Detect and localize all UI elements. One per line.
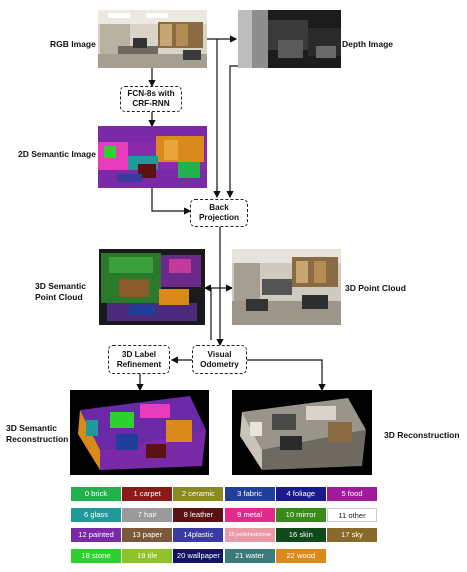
legend-item: 6 glass xyxy=(71,507,121,522)
label-refinement-line1: 3D Label xyxy=(121,349,157,359)
fcn-box-line1: FCN-8s with xyxy=(127,89,175,98)
point-cloud-label: 3D Point Cloud xyxy=(345,283,406,293)
legend-item: 7 hair xyxy=(122,507,173,522)
arrow-2d-semantic-to-backproj xyxy=(151,188,192,215)
legend-item: 11 other xyxy=(327,507,377,522)
reconstruction-label: 3D Reconstruction xyxy=(384,430,460,440)
depth-image-label: Depth Image xyxy=(342,39,394,49)
arrow-depth-to-backproj xyxy=(226,65,238,199)
arrow-vo-to-recon xyxy=(247,359,326,392)
fcn-box-line2: CRF-RNN xyxy=(132,99,170,108)
legend-item: 2 ceramic xyxy=(173,487,224,501)
rgb-image xyxy=(98,10,207,68)
visual-odometry-line1: Visual xyxy=(207,349,232,359)
semantic-reconstruction-label-line2: Reconstruction xyxy=(6,434,69,444)
legend-item: 17 sky xyxy=(327,528,377,542)
legend-item: 20 wallpaper xyxy=(173,548,224,563)
point-cloud-image xyxy=(232,249,341,325)
semantic-reconstruction-label-line1: 3D Semantic xyxy=(6,423,58,433)
legend-item: 4 foliage xyxy=(275,487,326,501)
legend-item: 19 tile xyxy=(122,548,173,563)
semantic-2d-label: 2D Semantic Image xyxy=(18,149,96,159)
rgb-image-label: RGB Image xyxy=(50,39,96,49)
legend-item: 8 leather xyxy=(173,507,224,522)
semantic-point-cloud-label-line1: 3D Semantic xyxy=(35,281,87,291)
semantic-reconstruction-image xyxy=(70,390,209,475)
semantic-point-cloud-label: 3D Semantic Point Cloud xyxy=(35,281,86,303)
visual-odometry-line2: Odometry xyxy=(200,359,239,369)
legend-item: 21 water xyxy=(224,548,275,563)
depth-image xyxy=(238,10,341,68)
back-projection-line2: Projection xyxy=(198,213,240,222)
legend-item: 0 brick xyxy=(71,487,121,501)
semantic-point-cloud-label-line2: Point Cloud xyxy=(35,292,83,302)
legend-item: 5 food xyxy=(327,487,377,501)
legend-item: 1 carpet xyxy=(122,487,173,501)
legend-item: 13 paper xyxy=(122,528,173,542)
legend-item: 12 painted xyxy=(71,528,121,542)
legend-item: 10 mirror xyxy=(275,507,326,522)
label-refinement-line2: Refinement xyxy=(116,359,162,369)
legend-item: 22 wood xyxy=(275,548,326,563)
legend-item: 18 stone xyxy=(71,548,121,563)
semantic-reconstruction-label: 3D Semantic Reconstruction xyxy=(6,423,68,445)
semantic-2d-image xyxy=(98,126,207,188)
legend-item: 16 skin xyxy=(275,528,326,542)
legend-item: 9 metal xyxy=(224,507,275,522)
reconstruction-image xyxy=(232,390,372,475)
legend-item: 14plastic xyxy=(173,528,224,542)
back-projection-line1: Back xyxy=(209,203,229,212)
semantic-point-cloud-image xyxy=(99,249,205,325)
legend-item: 3 fabric xyxy=(224,487,275,501)
legend-item: 15 polishedstone xyxy=(224,528,275,542)
